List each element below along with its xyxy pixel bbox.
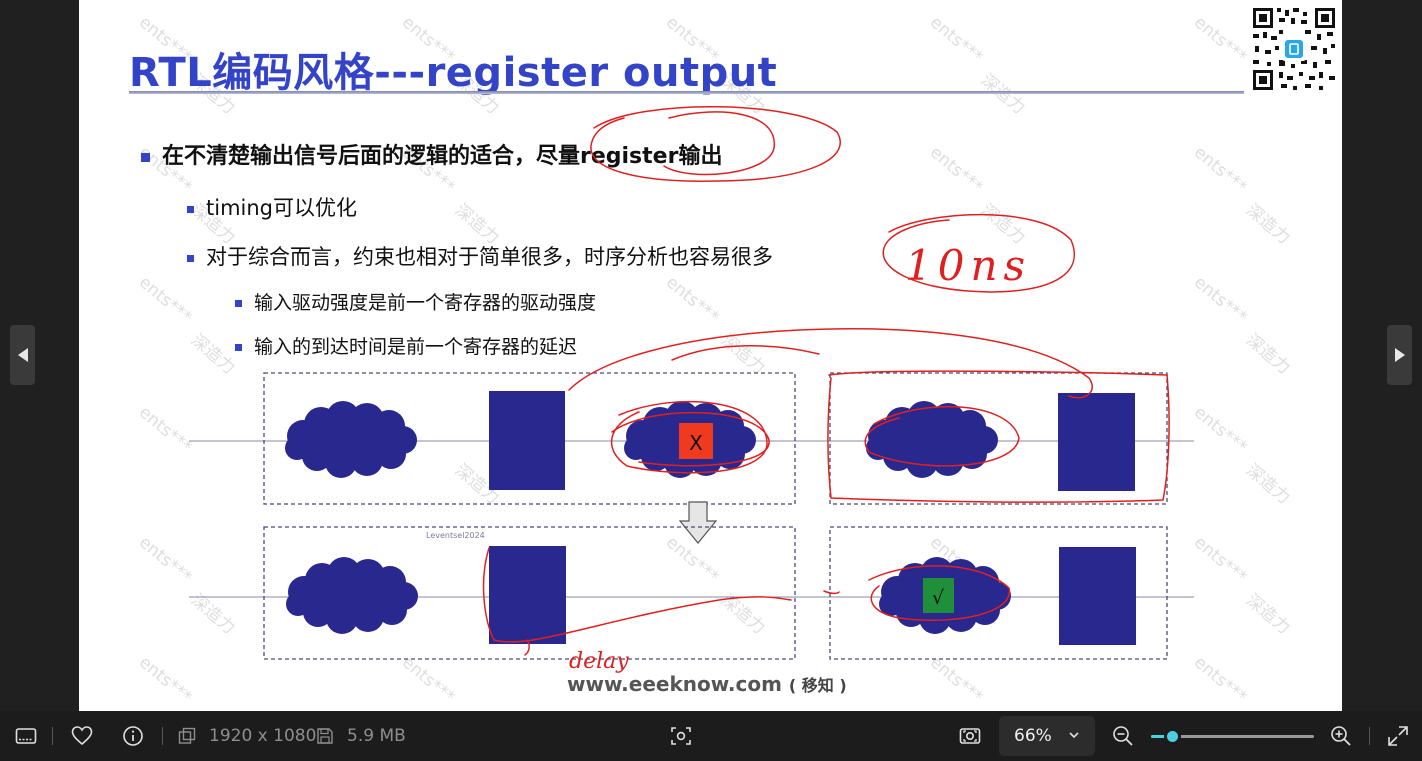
info-icon [123,726,143,746]
logic-boundary [263,526,796,660]
bullet-text: 输入驱动强度是前一个寄存器的驱动强度 [254,292,597,314]
zoom-out-button[interactable] [1111,724,1135,748]
combinational-logic-cloud [866,401,998,478]
zoom-slider-thumb[interactable] [1164,728,1182,745]
zoom-level-value: 66% [1014,726,1052,746]
bullet-marker [141,152,150,162]
bullet-marker [235,344,242,351]
register-block [489,391,565,490]
fit-screen-button[interactable] [958,724,982,748]
filmstrip-icon [15,728,37,744]
zoom-slider-fill [1151,735,1173,738]
info-button[interactable] [121,724,145,748]
register-output-diagram: X √ [189,105,1194,674]
combinational-logic-cloud [285,401,417,478]
next-image-button[interactable] [1387,325,1412,385]
fit-screen-icon [959,728,981,744]
register-block [1058,393,1135,491]
toolbar-divider [1369,727,1370,745]
slide-image: ents*** 深造力 ents*** 深造力 ents*** 深造力 ents… [79,0,1342,711]
zoom-in-icon [1331,726,1351,746]
bullet-level2: 对于综合而言，约束也相对于简单很多，时序分析也容易很多 [187,241,773,271]
previous-image-button[interactable] [10,325,35,385]
heart-icon [71,726,93,746]
bullet-level2: timing可以优化 [187,192,357,222]
bullet-level3: 输入驱动强度是前一个寄存器的驱动强度 [235,288,596,315]
fullscreen-button[interactable] [1386,724,1410,748]
favorite-button[interactable] [70,724,94,748]
bullet-marker [235,300,242,307]
footer-url-text: www.eeeknow.com [567,672,782,696]
logic-boundary [829,372,1168,505]
good-mark: √ [932,587,945,609]
toolbar-divider [52,727,53,745]
bad-mark-box [679,423,713,459]
toolbar-divider [162,727,163,745]
dimensions-icon [178,727,196,744]
file-size: 5.9 MB [347,726,406,746]
chevron-right-icon [1394,348,1405,362]
handwritten-annotations [482,105,1170,656]
scan-button[interactable] [669,724,693,748]
bullet-marker [187,205,194,213]
zoom-in-button[interactable] [1329,724,1353,748]
qr-code-icon [1251,6,1337,92]
slide-title: RTL编码风格---register output [129,50,778,96]
good-mark-box [923,578,954,613]
bullet-level3: 输入的到达时间是前一个寄存器的延迟 [235,332,577,359]
author-tag: Leventsel2024 [426,531,485,540]
bullet-text: timing可以优化 [206,196,357,220]
save-icon [317,728,333,744]
combinational-logic-cloud [286,557,418,634]
footer-url-sub: ( 移知 ) [788,676,847,695]
bad-mark: X [689,431,703,455]
footer-url: www.eeeknow.com ( 移知 ) [567,672,847,696]
register-block [489,546,566,644]
zoom-level-dropdown[interactable]: 66% [999,716,1095,756]
filesize-indicator [316,727,334,745]
bullet-text: 对于综合而言，约束也相对于简单很多，时序分析也容易很多 [206,245,773,269]
handwritten-timing-note: 10ns [905,241,1031,290]
logic-boundary [263,372,796,505]
bullet-level1: 在不清楚输出信号后面的逻辑的适合，尽量register输出 [141,138,722,170]
chevron-down-icon [1069,732,1079,739]
viewer-toolbar: 1920 x 1080 5.9 MB 66% [0,711,1422,761]
image-dimensions: 1920 x 1080 [209,726,317,746]
filmstrip-button[interactable] [14,724,38,748]
bullet-marker [187,254,194,262]
title-divider [129,91,1244,94]
handwritten-delay-note: delay [569,649,629,674]
zoom-out-icon [1113,726,1133,746]
fullscreen-icon [1388,726,1408,746]
dimensions-indicator [178,727,196,745]
image-viewer-canvas: ents*** 深造力 ents*** 深造力 ents*** 深造力 ents… [10,0,1412,711]
bullet-text: 输入的到达时间是前一个寄存器的延迟 [254,336,578,358]
arrow-down-icon [678,501,718,544]
scan-icon [671,727,691,745]
chevron-left-icon [17,348,28,362]
zoom-slider[interactable] [1151,728,1314,745]
bullet-text: 在不清楚输出信号后面的逻辑的适合，尽量register输出 [162,144,723,169]
register-block [1059,547,1136,645]
